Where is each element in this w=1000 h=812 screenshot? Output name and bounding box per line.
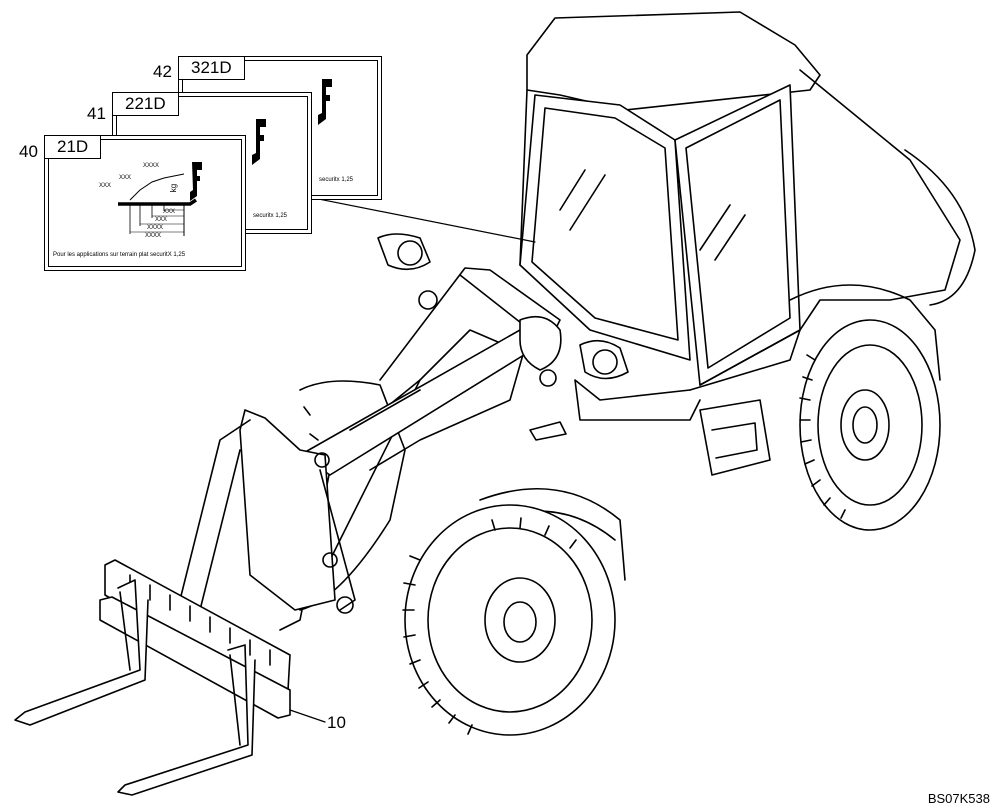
chart-unit-label: kg [169, 183, 179, 193]
load-chart-diagram [118, 162, 202, 236]
load-symbol-icon [318, 79, 332, 125]
decal-inner-border [48, 139, 242, 267]
callout-10: 10 [327, 713, 346, 732]
chart-label-xxx: XXX [155, 217, 168, 223]
chart-label-xxxx: XXXX [145, 233, 162, 239]
decal-code: 321D [179, 57, 245, 80]
decal-code: 21D [45, 136, 102, 159]
load-symbol-icon [252, 119, 266, 165]
chart-label-xxx: XXX [119, 175, 132, 181]
decal-panel-40: 21D XXXX XXX XXX XXX XXX XXXX XXXX kg Po… [44, 135, 246, 271]
drawing-reference: BS07K538 [927, 791, 990, 806]
decal-code: 221D [113, 93, 179, 116]
decal-footer-text: securitx 1,25 [253, 213, 288, 219]
callout-42: 42 [153, 62, 172, 81]
chart-label-xxx: XXX [99, 183, 112, 189]
callout-41: 41 [87, 104, 106, 123]
chart-label-xxxx: XXXX [147, 225, 164, 231]
chart-label-xxxx: XXXX [143, 163, 160, 169]
decal-footer-text: securitx 1,25 [319, 177, 354, 183]
callout-40: 40 [19, 142, 38, 161]
decal-footer-text: Pour les applications sur terrain plat s… [53, 252, 186, 258]
chart-label-xxx: XXX [163, 209, 176, 215]
